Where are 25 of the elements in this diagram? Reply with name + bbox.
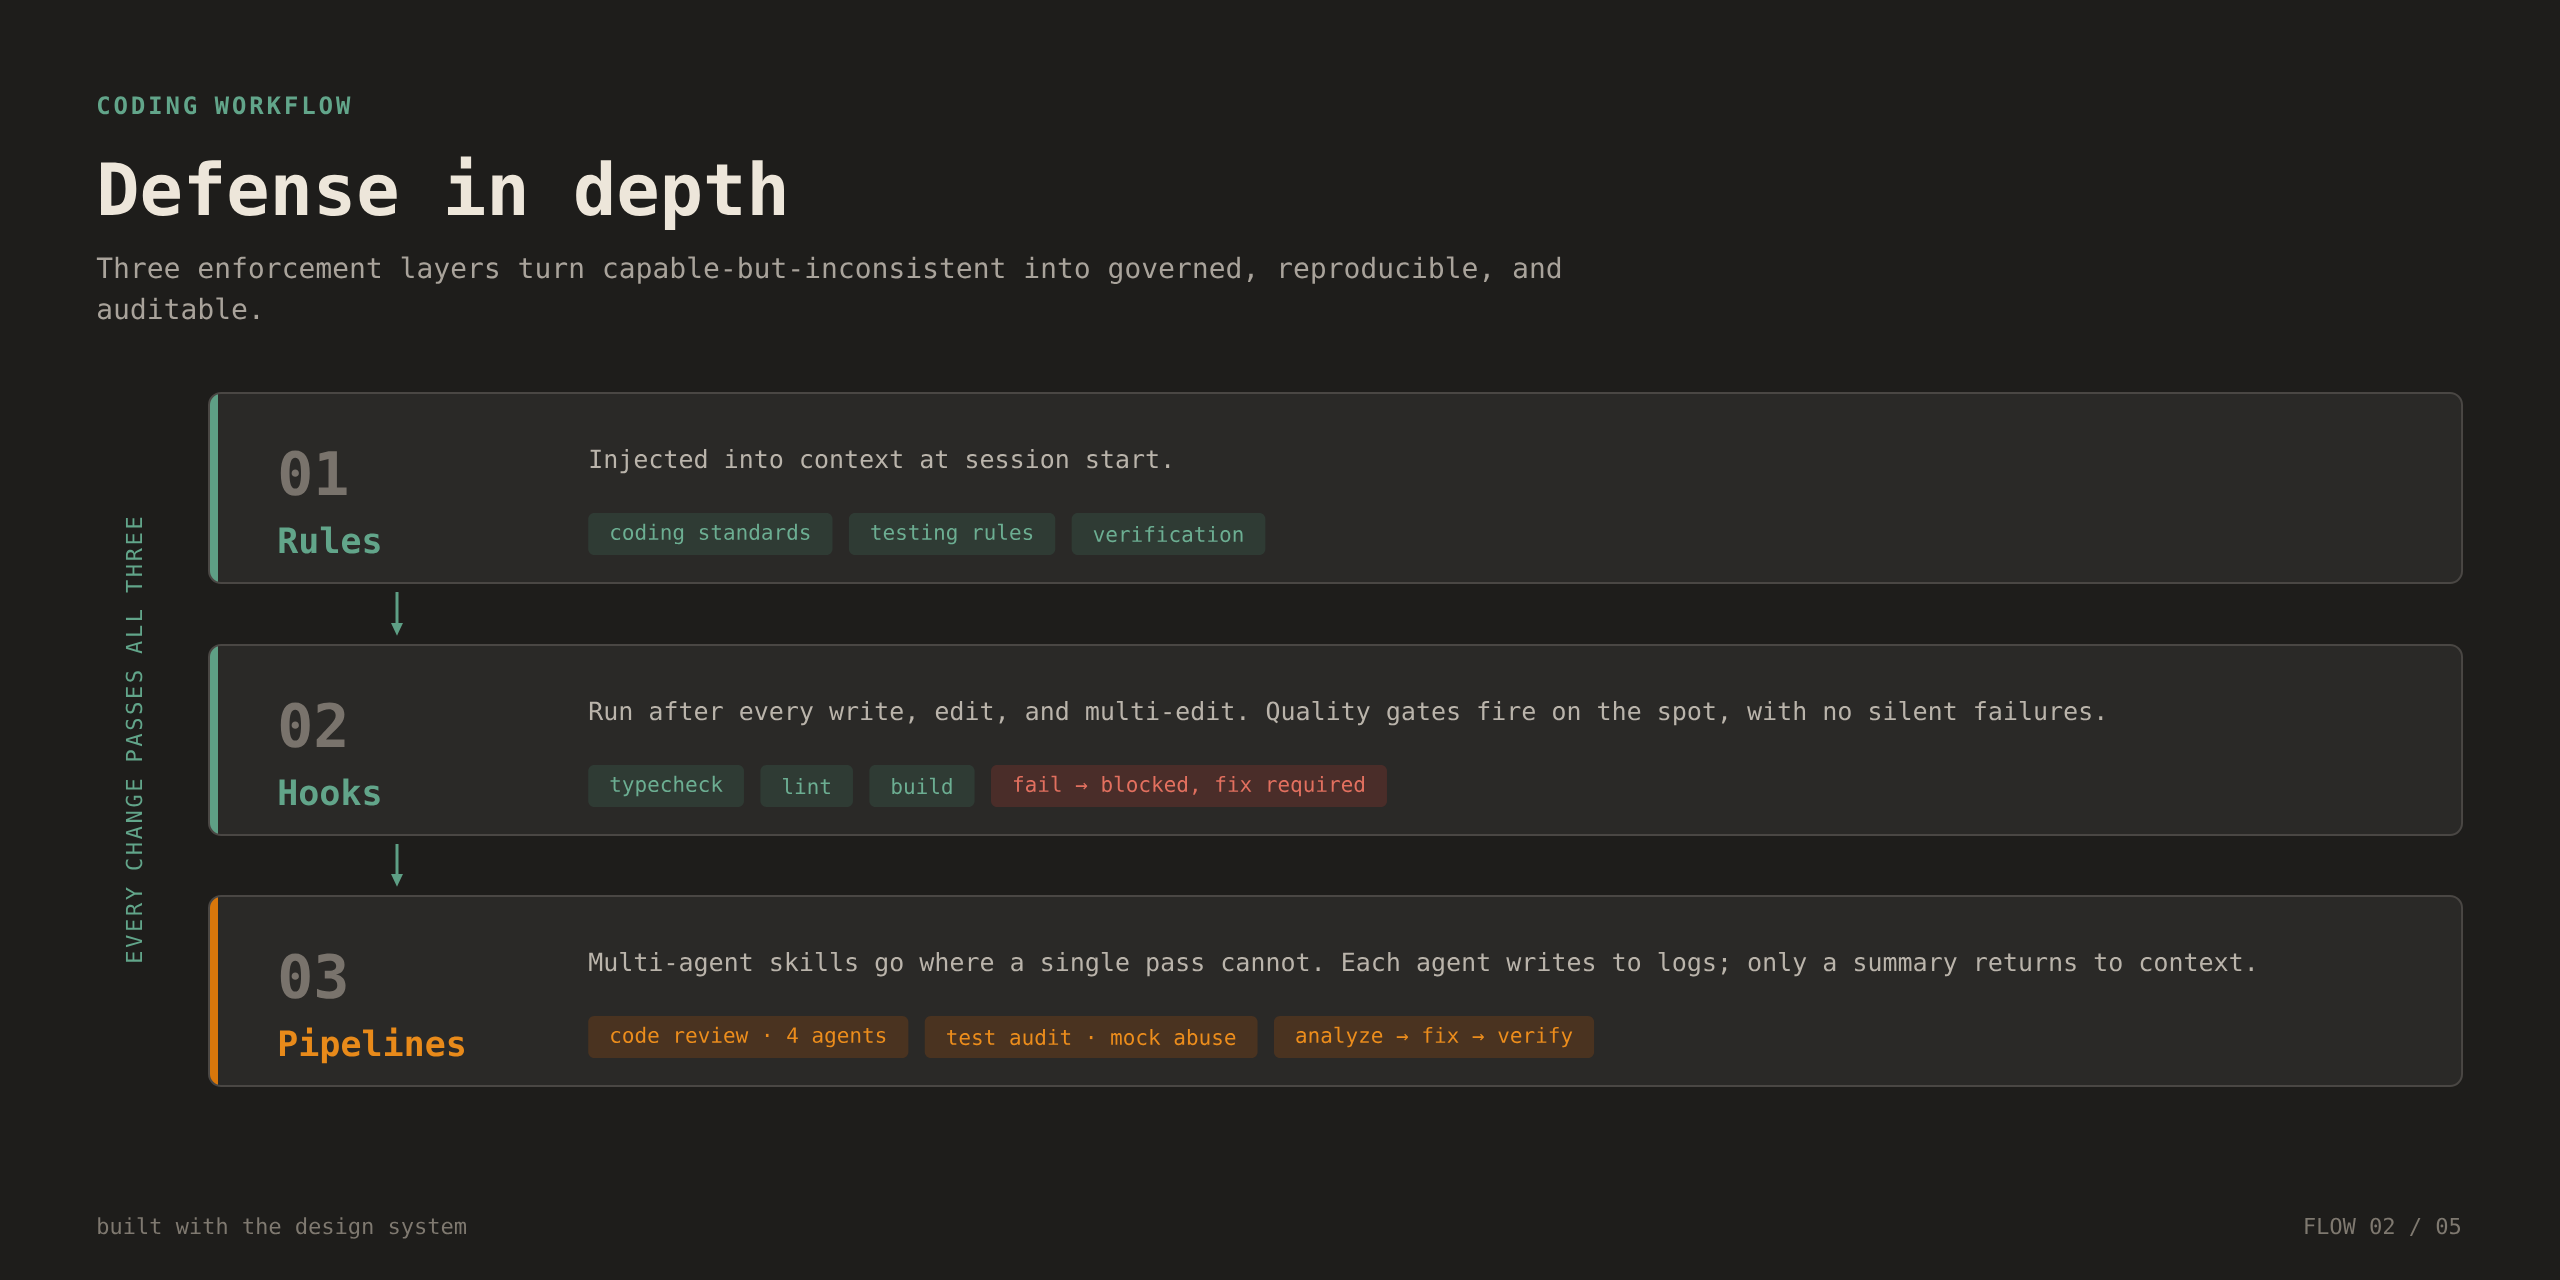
tag: build [869, 765, 975, 807]
section-label: CODING WORKFLOW [98, 96, 351, 115]
tag: coding standards [588, 513, 833, 555]
step-number: 01 [280, 450, 347, 496]
footer-text: built with the design system [98, 1217, 466, 1239]
description: Multi-agent skills go where a single pass cannot. Each agent writes to logs; only a summary returns to context. [589, 951, 2253, 977]
side-label: EVERY CHANGE PASSES ALL THREE [125, 517, 143, 962]
step-number: 03 [280, 953, 346, 999]
tag: fail → blocked, fix required [991, 765, 1387, 807]
layer-title: Pipelines [280, 1027, 464, 1064]
description: Injected into context at session start. [590, 449, 1170, 474]
page-number: FLOW 02 / 05 [2305, 1217, 2461, 1237]
description: Run after every write, edit, and multi-edit. Quality gates fire on the spot, with no silent failures. [589, 700, 2103, 726]
tag: verification [1071, 513, 1266, 555]
step-number: 02 [280, 702, 345, 748]
tag: code review · 4 agents [588, 1016, 909, 1058]
tag: analyze → fix → verify [1273, 1016, 1595, 1058]
tag: lint [760, 765, 853, 807]
layer-title: Hooks [279, 778, 380, 806]
tag: typecheck [588, 765, 744, 807]
tag: testing rules [848, 513, 1056, 555]
subtitle: Three enforcement layers turn capable-but-inconsistent into governed, reproducible, and auditable. [96, 256, 1561, 320]
title: Defense in depth [101, 156, 784, 230]
layer-title: Rules [279, 526, 380, 554]
tag: test audit · mock abuse [924, 1016, 1258, 1058]
